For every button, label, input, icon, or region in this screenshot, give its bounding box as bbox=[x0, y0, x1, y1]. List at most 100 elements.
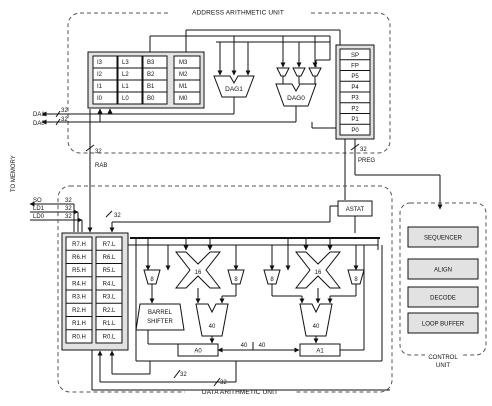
sequencer-label: SEQUENCER bbox=[424, 236, 463, 242]
astat-label: ASTAT bbox=[346, 207, 365, 213]
pointer-register-dividers bbox=[340, 59, 370, 125]
alu1-width: 40 bbox=[313, 324, 320, 330]
reg-r4h: R4.H bbox=[72, 282, 86, 288]
acc0-label: A0 bbox=[194, 349, 202, 355]
reg-p0: P0 bbox=[351, 128, 359, 134]
mac0-shifter-mux-left bbox=[143, 269, 161, 285]
reg-m2: M2 bbox=[179, 72, 188, 78]
barrel-label-1: BARREL bbox=[148, 310, 173, 316]
mac1-mux-right bbox=[347, 269, 365, 285]
mac0-mux-right bbox=[227, 269, 245, 285]
reg-r1h: R1.H bbox=[72, 321, 86, 327]
reg-m0: M0 bbox=[179, 96, 188, 102]
rab-label: RAB bbox=[95, 163, 107, 169]
dag-feed-lines bbox=[149, 29, 341, 84]
reg-i2: I2 bbox=[97, 72, 103, 78]
control-unit-title-2: UNIT bbox=[436, 363, 450, 369]
reg-r5l: R5.L bbox=[103, 268, 116, 274]
reg-p4: P4 bbox=[351, 85, 359, 91]
multiplier-1 bbox=[294, 251, 342, 289]
reg-m3: M3 bbox=[179, 60, 188, 66]
mac0-width-8a: 8 bbox=[150, 277, 154, 283]
dag0-adder bbox=[275, 83, 317, 107]
mac1-width-8b: 8 bbox=[354, 277, 358, 283]
reg-r7l: R7.L bbox=[103, 242, 116, 248]
dag1-adder bbox=[213, 75, 255, 98]
reg-r2l: R2.L bbox=[103, 308, 116, 314]
control-block-loop-buffer bbox=[407, 312, 479, 334]
acc-link-width-a: 40 bbox=[241, 343, 248, 349]
da0-label: DA0 bbox=[33, 121, 45, 127]
reg-m1: M1 bbox=[179, 84, 188, 90]
reg-r4l: R4.L bbox=[103, 282, 116, 288]
reg-r6l: R6.L bbox=[103, 255, 116, 261]
mac-feed-lines bbox=[145, 238, 359, 271]
reg-fp: FP bbox=[351, 64, 359, 70]
reg-r1l: R1.L bbox=[103, 321, 116, 327]
barrel-label-2: SHIFTER bbox=[147, 319, 173, 325]
acc-link-width-b: 40 bbox=[259, 343, 266, 349]
ld0-label: LD0 bbox=[33, 214, 45, 220]
dag0-label: DAG0 bbox=[287, 95, 305, 102]
reg-l1: L1 bbox=[122, 84, 129, 90]
da1-width: 32 bbox=[61, 108, 68, 114]
top-bus-width: 32 bbox=[114, 213, 121, 219]
data-unit-title: DATA ARITHMETIC UNIT bbox=[202, 389, 278, 396]
multiplier-0 bbox=[174, 251, 222, 289]
align-label: ALIGN bbox=[434, 268, 452, 274]
reg-i0: I0 bbox=[97, 96, 103, 102]
reg-l3: L3 bbox=[122, 60, 129, 66]
alu0-width: 40 bbox=[209, 324, 216, 330]
preg-width: 32 bbox=[360, 147, 367, 153]
reg-b2: B2 bbox=[147, 72, 155, 78]
preg-label: PREG bbox=[358, 158, 375, 164]
dag-register-grid bbox=[92, 55, 201, 105]
ld1-label: LD1 bbox=[33, 206, 45, 212]
address-unit-title: ADDRESS ARITHMETIC UNIT bbox=[192, 10, 284, 17]
alu-1 bbox=[299, 303, 333, 337]
mac0-width-8b: 8 bbox=[234, 277, 238, 283]
reg-r7h: R7.H bbox=[72, 242, 86, 248]
so-label: SO bbox=[33, 198, 42, 204]
mac1-mux-left bbox=[263, 269, 281, 285]
reg-r0h: R0.H bbox=[72, 335, 86, 341]
ld0-width: 32 bbox=[65, 214, 72, 220]
dag0-mux-right bbox=[308, 67, 322, 77]
reg-r2h: R2.H bbox=[72, 308, 86, 314]
data-register-dividers bbox=[66, 249, 122, 331]
control-block-sequencer bbox=[407, 226, 479, 248]
loop-buffer-label: LOOP BUFFER bbox=[422, 322, 465, 328]
acc1-label: A1 bbox=[316, 349, 324, 355]
result-bus-width-a: 32 bbox=[180, 372, 187, 378]
dag0-mux-left bbox=[276, 67, 290, 77]
so-width: 32 bbox=[65, 198, 72, 204]
reg-r0l: R0.L bbox=[103, 335, 116, 341]
reg-i3: I3 bbox=[97, 60, 103, 66]
reg-r3l: R3.L bbox=[103, 295, 116, 301]
result-buses bbox=[91, 350, 390, 391]
reg-b3: B3 bbox=[147, 60, 155, 66]
reg-p1: P1 bbox=[351, 117, 359, 123]
reg-l2: L2 bbox=[122, 72, 129, 78]
dag1-label: DAG1 bbox=[225, 86, 243, 93]
ld1-width: 32 bbox=[65, 206, 72, 212]
da1-label: DA1 bbox=[33, 112, 45, 118]
reg-r3h: R3.H bbox=[72, 295, 86, 301]
reg-b1: B1 bbox=[147, 84, 155, 90]
control-block-decode bbox=[407, 286, 479, 308]
rab-width: 32 bbox=[95, 149, 102, 155]
result-bus-width-b: 32 bbox=[220, 380, 227, 386]
barrel-shifter bbox=[135, 303, 185, 331]
reg-p5: P5 bbox=[351, 74, 359, 80]
da0-width: 32 bbox=[61, 117, 68, 123]
reg-l0: L0 bbox=[122, 96, 129, 102]
reg-b0: B0 bbox=[147, 96, 155, 102]
mac1-width-8a: 8 bbox=[270, 277, 274, 283]
to-memory-label: TO MEMORY bbox=[11, 155, 17, 192]
control-block-align bbox=[407, 258, 479, 280]
control-unit-title-1: CONTROL bbox=[428, 355, 458, 361]
mult1-width: 16 bbox=[315, 270, 322, 276]
decode-label: DECODE bbox=[430, 296, 456, 302]
reg-i1: I1 bbox=[97, 84, 103, 90]
